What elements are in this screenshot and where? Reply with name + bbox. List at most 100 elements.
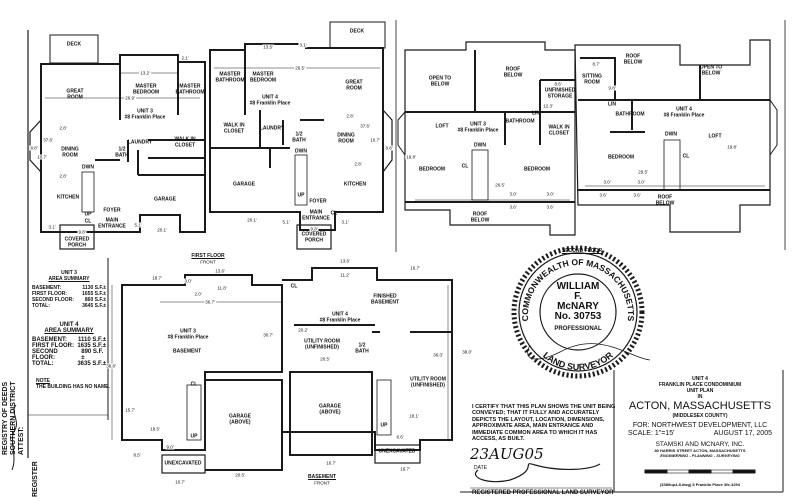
tb-project: FRANKLIN PLACE CONDOMINIUM	[658, 382, 742, 388]
register-label: REGISTER	[32, 461, 39, 497]
dimension: 8.6'	[553, 81, 563, 87]
room-walk-in-closet: WALK IN CLOSET	[174, 136, 196, 148]
dimension: 38.0'	[461, 349, 473, 355]
stair-down: DWN	[474, 142, 486, 149]
seal-number: No. 30753	[554, 311, 602, 322]
dimension: 20.1'	[156, 227, 168, 233]
svg-text:LAND SURVEYOR: LAND SURVEYOR	[541, 350, 615, 372]
room-foyer: FOYER	[103, 207, 121, 214]
dimension-lines	[45, 67, 765, 440]
tb-county: (MIDDLESEX COUNTY)	[672, 413, 728, 419]
dimension: 13.2'	[139, 70, 151, 76]
main-entrance: MAIN ENTRANCE	[302, 209, 330, 221]
room-unfinished-storage: UNFINISHED STORAGE	[544, 87, 576, 99]
tb-client: FOR: NORTHWEST DEVELOPMENT, LLC	[632, 422, 768, 429]
dimension: 38.8'	[105, 363, 117, 369]
room-dining: DINING ROOM	[61, 146, 79, 158]
unit-label: UNIT 4 #8 Franklin Place	[319, 311, 361, 323]
first-floor-unit4-walls	[209, 21, 393, 250]
dimension: 20.5'	[319, 356, 331, 362]
room-garage-above: GARAGE (ABOVE)	[319, 403, 341, 415]
unexcavated: UNEXCAVATED	[378, 448, 416, 455]
dimension: 3.1'	[298, 42, 308, 48]
roof-below: ROOF BELOW	[623, 53, 643, 65]
stair-down: DWN	[82, 164, 94, 171]
summary-subtitle: AREA SUMMARY	[48, 276, 90, 282]
surveyor-signature	[475, 463, 601, 483]
summary-row: SECOND FLOOR:860 S.F.±	[32, 297, 106, 303]
summary-row: BASEMENT:1130 S.F.±	[32, 285, 106, 291]
dimension: 9.8'	[309, 226, 319, 232]
room-deck: DECK	[66, 41, 82, 48]
dimension: 20.1'	[246, 217, 258, 223]
room-garage: GARAGE	[233, 181, 255, 188]
seal-surname: McNARY	[557, 301, 599, 312]
room-deck: DECK	[349, 28, 365, 35]
dimension: 2.8'	[353, 161, 363, 167]
dimension: 16.7'	[409, 265, 421, 271]
closet: CL	[190, 381, 198, 388]
room-garage-above: GARAGE (ABOVE)	[229, 413, 251, 425]
dimension: 2.8'	[58, 125, 68, 131]
main-entrance: MAIN ENTRANCE	[98, 217, 126, 229]
seal-initial: F.	[574, 291, 582, 302]
second-floor-title: SECOND FLOOR	[561, 248, 603, 254]
room-great-room: GREAT ROOM	[345, 79, 363, 91]
open-to-below: OPEN TO BELOW	[699, 64, 723, 76]
note: NOTE THE BUILDING HAS NO NAME.	[36, 378, 110, 390]
dimension: 13.5'	[262, 44, 274, 50]
room-bathroom: BATHROOM	[505, 118, 535, 125]
stair-up: UP	[297, 192, 305, 199]
dimension: 8.8'	[29, 145, 39, 151]
dimension: 9.8'	[77, 229, 87, 235]
linen-closet: LIN	[531, 110, 541, 117]
summary-title: UNIT 4	[59, 322, 79, 328]
room-bedroom: BEDROOM	[607, 154, 635, 161]
room-walk-in-closet: WALK IN CLOSET	[223, 122, 245, 134]
summary-row: TOTAL:3635 S.F.±	[32, 361, 106, 367]
seal-name: WILLIAM	[556, 281, 600, 292]
basement-title: BASEMENT	[307, 474, 337, 480]
dimension: 11.2'	[339, 272, 351, 278]
stair-up: UP	[84, 211, 92, 218]
dimension: 8.8'	[384, 145, 394, 151]
dimension: 18.7'	[151, 275, 163, 281]
unexcavated: UNEXCAVATED	[164, 460, 202, 467]
covered-porch: COVERED PORCH	[64, 236, 90, 248]
first-floor-front: FRONT	[199, 259, 217, 265]
dimension: 20.5'	[234, 472, 246, 478]
dimension: 16.7'	[325, 460, 337, 466]
room-kitchen: KITCHEN	[343, 181, 367, 188]
tb-footer: (3389up4-8.dwg) 8 Franklin Place 3fe-329…	[659, 482, 741, 487]
unit4-area-summary: UNIT 4 AREA SUMMARY BASEMENT:1110 S.F.± …	[32, 322, 106, 367]
dimension: 3.0'	[508, 191, 518, 197]
room-bathroom: BATHROOM	[615, 111, 645, 118]
dimension: 8.6'	[395, 434, 405, 440]
first-floor-title: FIRST FLOOR	[191, 253, 225, 259]
stair-up: UP	[190, 433, 198, 440]
tb-scale: SCALE: 1"=15'	[628, 430, 675, 437]
summary-row: FIRST FLOOR:1655 S.F.±	[32, 291, 106, 297]
summary-row: SECOND FLOOR:890 S.F.±	[32, 349, 104, 361]
dimension: 3.1'	[47, 224, 57, 230]
room-master-bathroom: MASTER BATHROOM	[175, 83, 205, 95]
dimension: 37.6'	[359, 123, 371, 129]
stair-down: DWN	[295, 148, 307, 155]
room-kitchen: KITCHEN	[56, 194, 80, 201]
room-master-bedroom: MASTER BEDROOM	[249, 71, 277, 83]
summary-row: TOTAL:3645 S.F.±	[32, 303, 106, 309]
dimension: 13.6'	[339, 258, 351, 264]
dimension: 3.0'	[602, 179, 612, 185]
dimension: 3.6'	[508, 204, 518, 210]
stair-down: DWN	[665, 131, 677, 138]
dimension: 15.7'	[124, 407, 136, 413]
dimension: 10.7'	[174, 479, 186, 485]
tb-firm-services: ENGINEERING - PLANNING - SURVEYING	[660, 452, 740, 458]
handwritten-date: 23AUG05	[470, 445, 544, 463]
title-block: UNIT 4 FRANKLIN PLACE CONDOMINIUM UNIT P…	[620, 376, 780, 458]
dimension: 3.0'	[183, 278, 193, 284]
seal-bottom-text: LAND SURVEYOR	[541, 350, 615, 372]
roof-below: ROOF BELOW	[655, 194, 675, 206]
basement-front: FRONT	[313, 480, 331, 486]
dimension: 3.6'	[545, 204, 555, 210]
